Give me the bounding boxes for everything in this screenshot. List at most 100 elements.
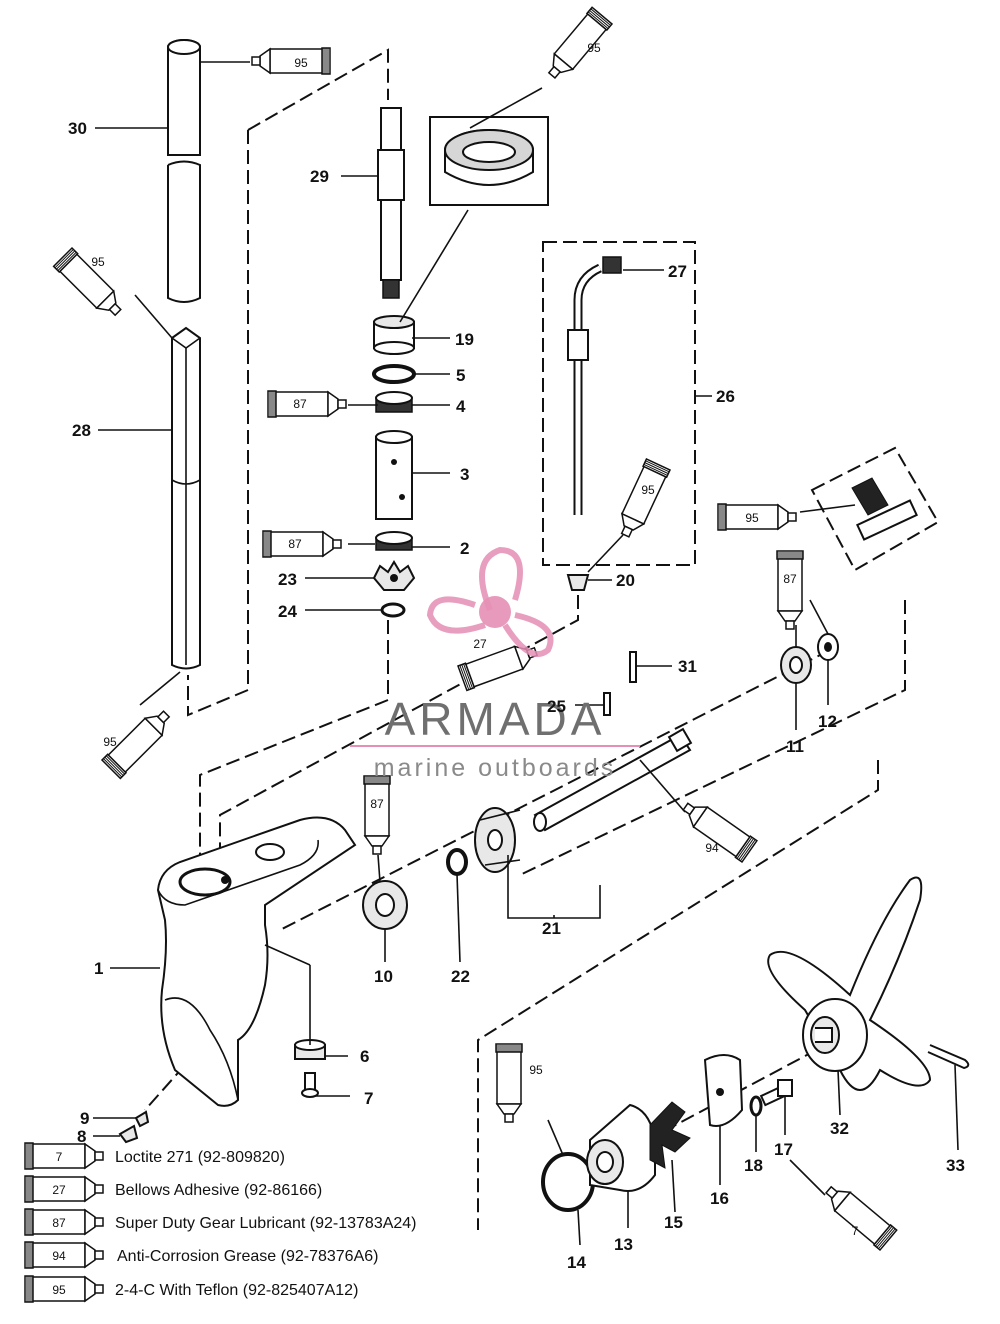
dashed-line-waterline — [219, 595, 579, 850]
kit-box-brush — [810, 446, 940, 572]
label-15: 15 — [664, 1213, 683, 1232]
cotter-pin-33 — [927, 1044, 970, 1070]
bearing-10 — [362, 880, 408, 930]
washer-22 — [446, 848, 468, 876]
bearing-19 — [373, 315, 415, 355]
leader-lines — [93, 61, 959, 1246]
lube-tube-95: 95 — [612, 458, 671, 542]
brush-kit — [851, 477, 918, 541]
washer-18 — [749, 1095, 763, 1117]
lube-tube-95: 95 — [717, 503, 797, 531]
grommet-20 — [566, 574, 590, 591]
label-25: 25 — [547, 697, 566, 716]
gearcase-housing-1 — [156, 816, 357, 1107]
label-11: 11 — [786, 737, 804, 756]
lube-tube-95: 95 — [495, 1043, 543, 1123]
label-7: 7 — [364, 1089, 373, 1108]
label-32: 32 — [830, 1119, 849, 1138]
o-ring-14 — [541, 1152, 595, 1212]
svg-text:95: 95 — [529, 1063, 543, 1077]
propeller-shaft — [533, 727, 693, 832]
svg-text:95: 95 — [103, 735, 117, 749]
label-24: 24 — [278, 602, 297, 621]
lube-tube-95: 95 — [101, 704, 177, 780]
label-23: 23 — [278, 570, 297, 589]
svg-text:Super Duty Gear Lubricant (92-: Super Duty Gear Lubricant (92-13783A24) — [115, 1215, 417, 1232]
label-28: 28 — [72, 421, 91, 440]
kit-box-26 — [542, 241, 696, 566]
lube-tube-95: 95 — [251, 47, 331, 75]
svg-text:Bellows Adhesive (92-86166): Bellows Adhesive (92-86166) — [115, 1182, 322, 1199]
label-10: 10 — [374, 967, 393, 986]
label-17: 17 — [774, 1140, 793, 1159]
svg-text:95: 95 — [91, 255, 105, 269]
pin-25 — [603, 692, 611, 716]
dashed-line-propshaft — [519, 600, 906, 876]
svg-text:87: 87 — [293, 397, 307, 411]
svg-text:7: 7 — [852, 1224, 859, 1238]
lube-tube-87: 87 — [776, 550, 804, 630]
lube-tube-87: 87 — [267, 390, 347, 418]
svg-text:87: 87 — [288, 537, 302, 551]
water-tube-26 — [567, 256, 622, 515]
screw-8 — [118, 1124, 139, 1144]
lube-tube-7: 7 — [819, 1179, 898, 1251]
dashed-line-water-pump — [477, 760, 879, 1230]
svg-text:27: 27 — [473, 637, 487, 651]
bearing-4 — [375, 391, 413, 413]
label-2: 2 — [460, 539, 469, 558]
label-30: 30 — [68, 119, 87, 138]
dashed-line-tube-28 — [187, 130, 249, 717]
label-12: 12 — [818, 712, 837, 731]
lube-tube-94: 94 — [677, 795, 758, 863]
label-13: 13 — [614, 1235, 633, 1254]
svg-text:Anti-Corrosion Grease (92-7837: Anti-Corrosion Grease (92-78376A6) — [117, 1248, 378, 1265]
legend-row: 27 Bellows Adhesive (92-86166) — [24, 1175, 322, 1203]
label-18: 18 — [744, 1156, 763, 1175]
legend-row: 7 Loctite 271 (92-809820) — [24, 1142, 285, 1170]
lube-tube-95: 95 — [52, 247, 128, 323]
propeller-32 — [767, 876, 932, 1091]
legend-row: 95 2-4-C With Teflon (92-825407A12) — [24, 1275, 358, 1303]
label-20: 20 — [616, 571, 635, 590]
dashed-line-gear-to-housing — [199, 620, 389, 860]
seal-inset — [429, 116, 549, 206]
lube-tube-95: 95 — [541, 6, 613, 85]
label-1: 1 — [94, 959, 103, 978]
svg-text:87: 87 — [52, 1216, 66, 1230]
svg-text:95: 95 — [641, 483, 655, 497]
legend-row: 87 Super Duty Gear Lubricant (92-13783A2… — [24, 1208, 417, 1236]
pinion-gear-23 — [372, 560, 416, 591]
driveshaft-29 — [377, 107, 405, 299]
label-21: 21 — [542, 919, 561, 938]
label-5: 5 — [456, 366, 465, 385]
armada-watermark: ARMADA marine outboards — [350, 546, 640, 782]
label-3: 3 — [460, 465, 469, 484]
pump-plate-16 — [703, 1054, 744, 1127]
washer-5 — [372, 364, 416, 384]
label-33: 33 — [946, 1156, 965, 1175]
driveshaft-tube-30 — [167, 39, 201, 303]
svg-text:95: 95 — [52, 1283, 66, 1297]
lubricant-legend: 7 Loctite 271 (92-809820) 27 Bellows Adh… — [24, 1142, 417, 1303]
plug-6 — [294, 1039, 326, 1060]
water-pump-base-13 — [586, 1103, 656, 1192]
svg-text:2-4-C With Teflon (92-825407A: 2-4-C With Teflon (92-825407A12) — [115, 1282, 358, 1299]
label-14: 14 — [567, 1253, 586, 1272]
svg-text:87: 87 — [783, 572, 797, 586]
svg-text:Loctite 271 (92-809820): Loctite 271 (92-809820) — [115, 1149, 285, 1166]
lube-tube-27: 27 — [457, 637, 541, 692]
brand-text: ARMADA — [385, 693, 606, 745]
svg-text:95: 95 — [745, 511, 759, 525]
sleeve-3 — [375, 430, 413, 520]
svg-text:95: 95 — [587, 41, 601, 55]
label-29: 29 — [310, 167, 329, 186]
screw-7 — [301, 1072, 319, 1098]
part-number-labels: 30 29 19 5 4 3 2 23 24 28 27 26 20 31 25… — [68, 119, 965, 1272]
impeller-15 — [649, 1101, 691, 1169]
label-9: 9 — [80, 1109, 89, 1128]
svg-text:7: 7 — [56, 1150, 63, 1164]
label-16: 16 — [710, 1189, 729, 1208]
legend-row: 94 Anti-Corrosion Grease (92-78376A6) — [24, 1241, 378, 1269]
